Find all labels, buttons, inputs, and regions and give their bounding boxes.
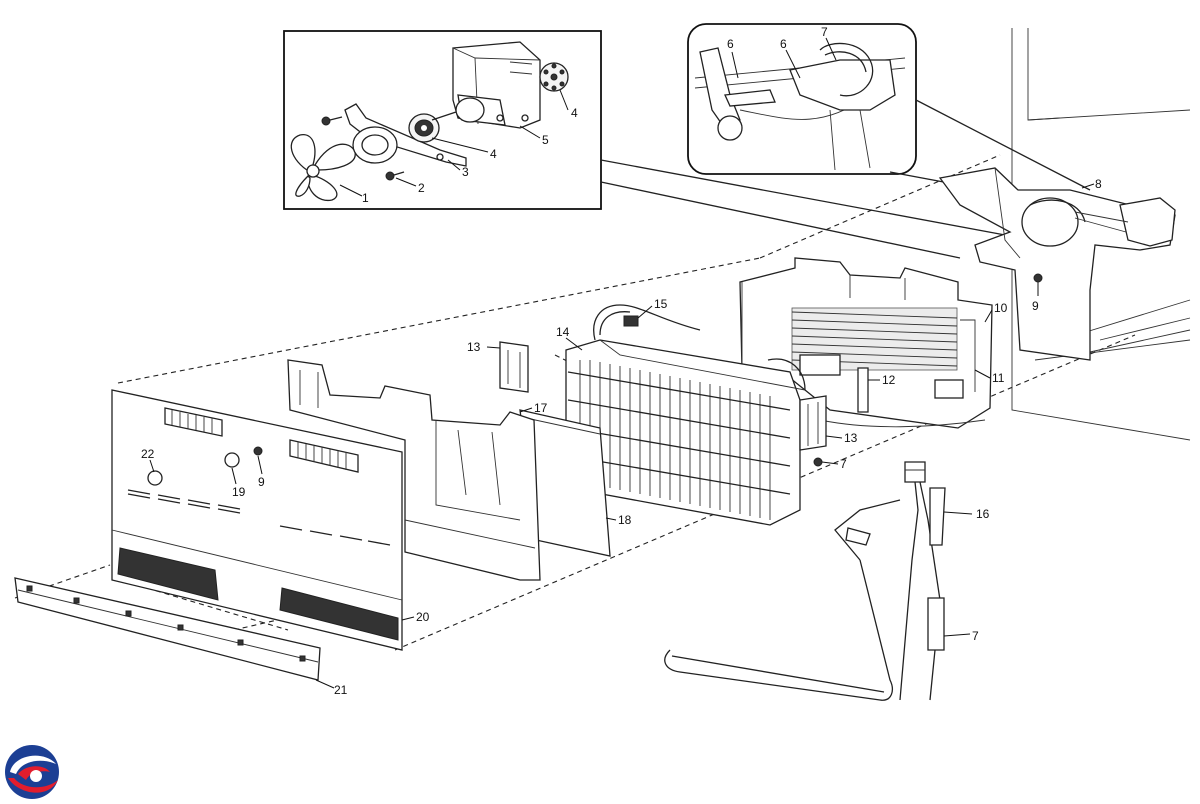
- label-shroud-screw: 9: [1032, 299, 1039, 313]
- cover-slots: [127, 489, 391, 546]
- label-evap-bracket-left: 13: [467, 340, 481, 354]
- label-fan-blade: 1: [362, 191, 369, 205]
- rear-panel: 17: [287, 359, 548, 581]
- label-thermal-fuse-mid: 7: [840, 457, 847, 471]
- trim-strip: 21: [14, 577, 348, 697]
- label-grommet-rear: 4: [571, 106, 578, 120]
- label-wire-clip-left: 6: [727, 37, 734, 51]
- wire-clip-inset: 6 6 7: [687, 23, 1091, 201]
- label-defrost-sensor: 15: [654, 297, 668, 311]
- label-grommet-front: 4: [490, 147, 497, 161]
- label-trim-strip: 21: [334, 683, 348, 697]
- label-fan-motor: 5: [542, 133, 549, 147]
- label-insulation: 18: [618, 513, 632, 527]
- grommet-front: [408, 113, 440, 143]
- label-drain-trough: 10: [994, 301, 1008, 315]
- drain-trough: 10 11 12: [739, 257, 1008, 429]
- label-motor-bracket: 3: [462, 165, 469, 179]
- label-heater-clip: 12: [882, 373, 896, 387]
- label-thermal-fuse-top: 7: [821, 25, 828, 39]
- fan-shroud: 8 9: [938, 167, 1176, 361]
- inset-leaders: [339, 89, 569, 197]
- label-fan-screw: 2: [418, 181, 425, 195]
- evap-brackets: 13 13: [467, 340, 858, 451]
- label-evap-bracket-right: 13: [844, 431, 858, 445]
- evaporator-cover: 22 19 9 20: [111, 389, 430, 651]
- defrost-heater-harness: 16 7: [664, 461, 990, 701]
- evaporator-fins: [567, 360, 791, 520]
- label-rear-panel: 17: [534, 401, 548, 415]
- grommet-rear: [539, 62, 569, 92]
- label-evaporator: 14: [556, 325, 570, 339]
- brand-logo: [5, 745, 59, 799]
- label-harness: 16: [976, 507, 990, 521]
- cover-vents: [117, 407, 399, 641]
- fan-blade: [290, 134, 356, 202]
- fan-motor: [431, 41, 541, 129]
- label-knob: 22: [141, 447, 155, 461]
- fan-motor-inset: 1 2 3 4 5 4: [283, 30, 1006, 259]
- screws: [321, 116, 405, 181]
- motor-bracket: [344, 103, 467, 167]
- label-fan-shroud: 8: [1095, 177, 1102, 191]
- label-thermal-fuse-bottom: 7: [972, 629, 979, 643]
- label-grommet-panel: 19: [232, 485, 246, 499]
- label-panel-screw: 9: [258, 475, 265, 489]
- label-evaporator-cover: 20: [416, 610, 430, 624]
- label-drain-heater: 11: [992, 371, 1005, 385]
- label-wire-clip-right: 6: [780, 37, 787, 51]
